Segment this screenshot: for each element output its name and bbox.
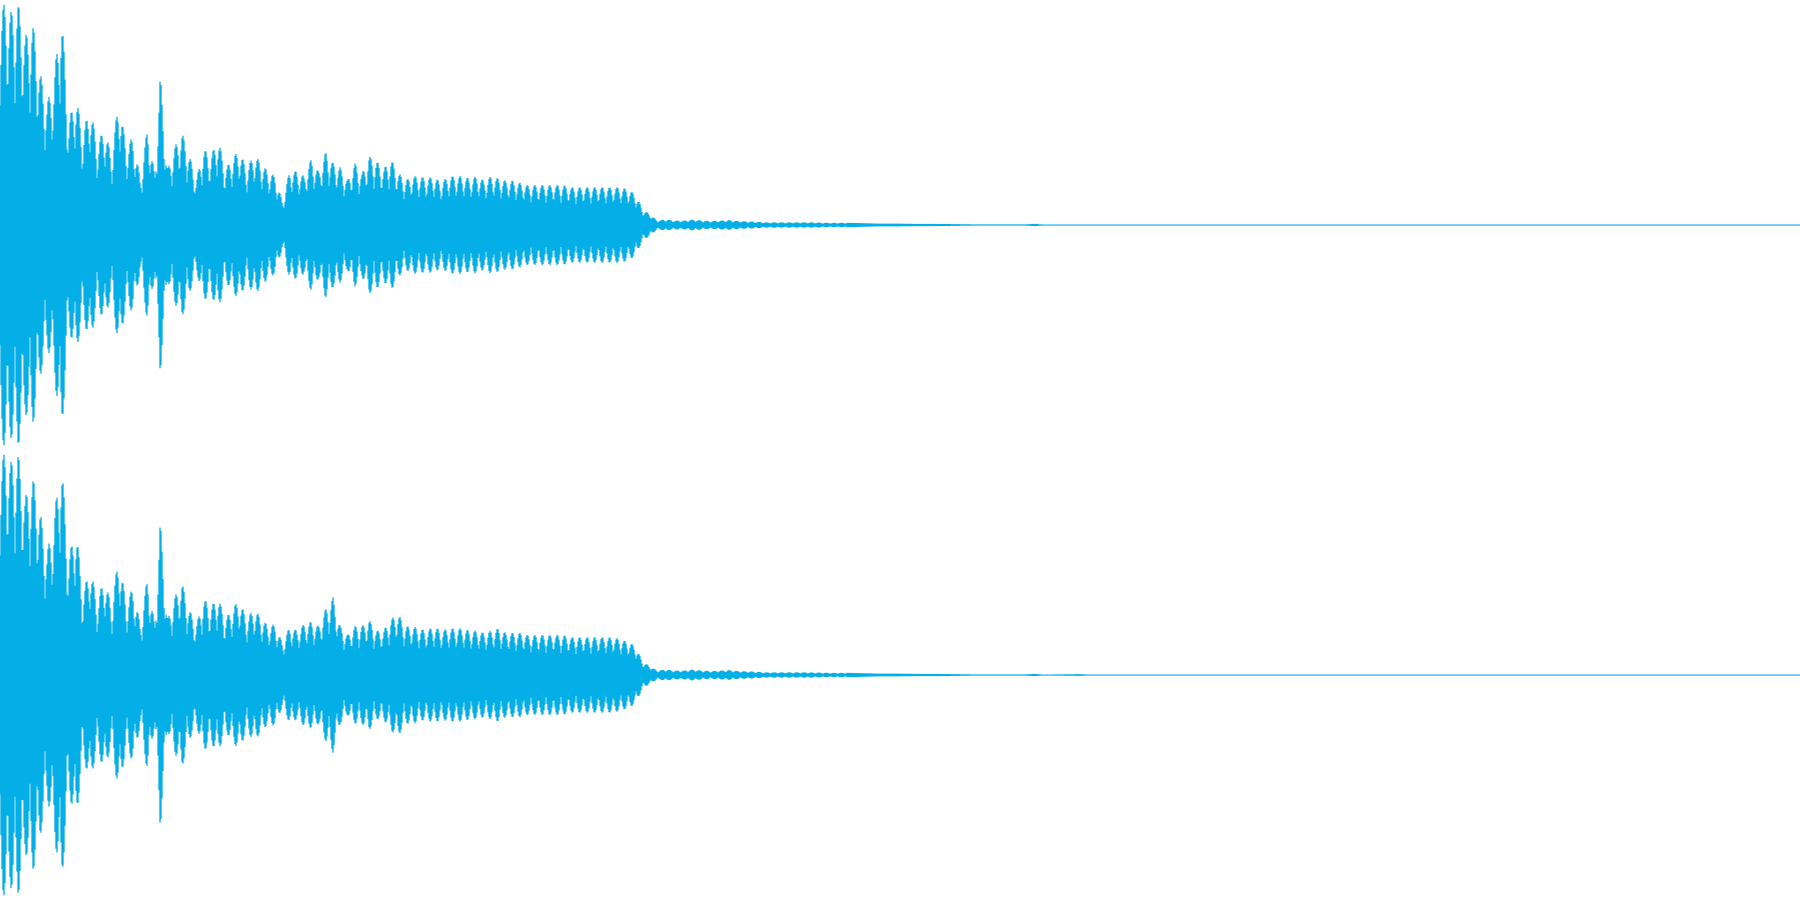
channel-right — [0, 454, 1800, 896]
channel-left — [0, 4, 1800, 446]
